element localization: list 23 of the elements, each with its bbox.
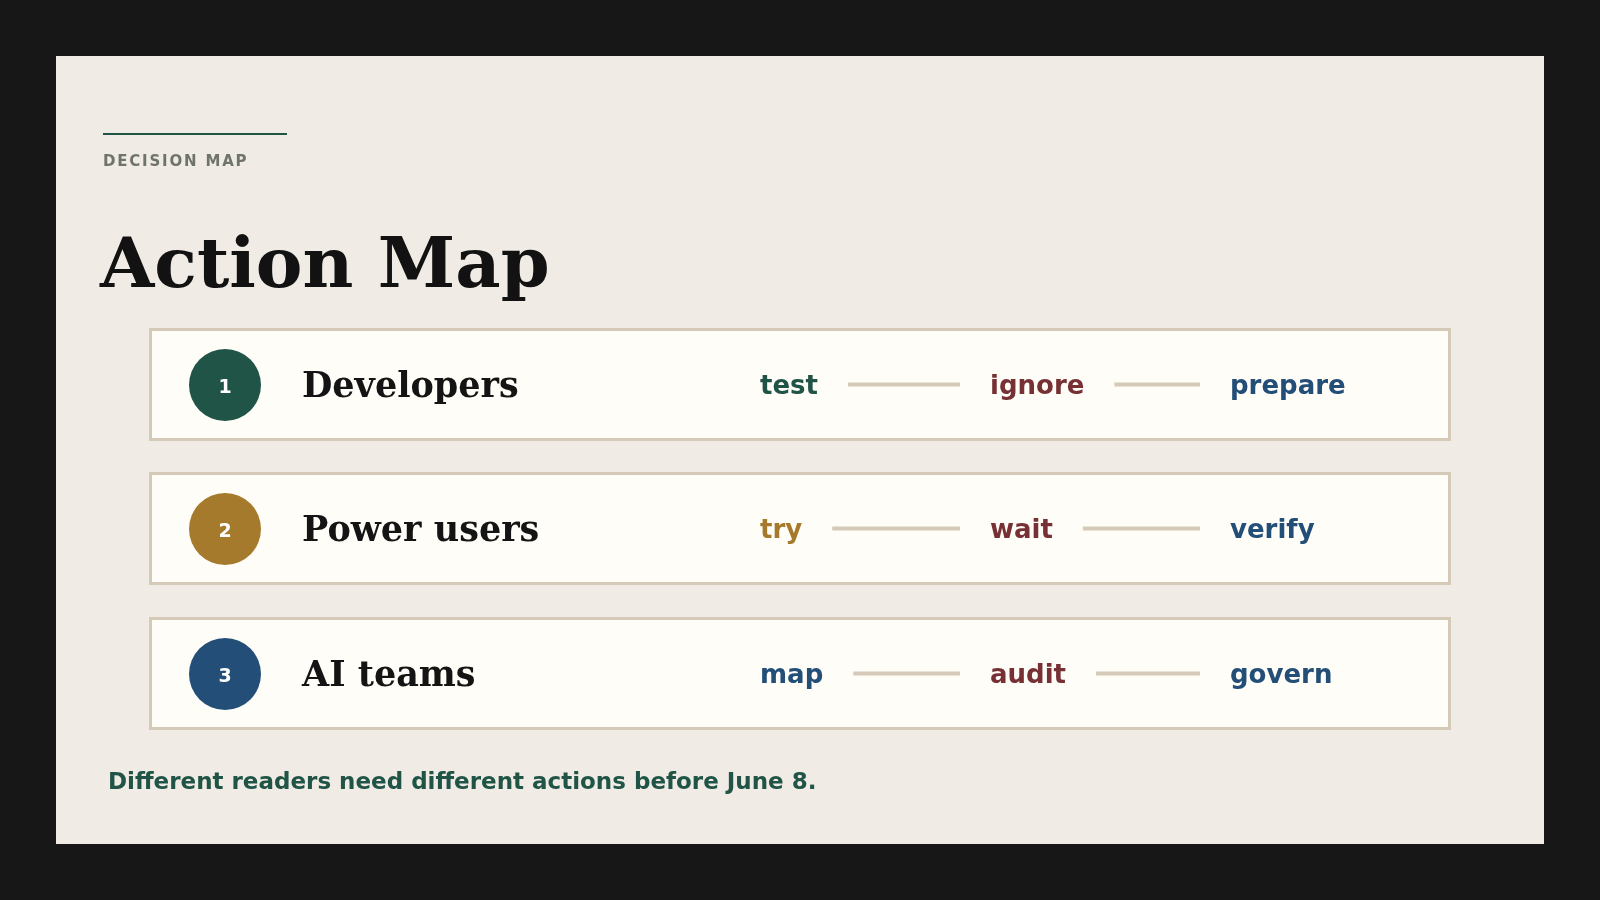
caption-text: Different readers need different actions before June 8.: [108, 767, 817, 796]
connector-line: [847, 382, 960, 387]
action-word: wait: [960, 511, 1083, 546]
connector-line: [1096, 671, 1200, 676]
audience-row: [149, 617, 1451, 730]
connector-line: [832, 526, 960, 531]
action-word: test: [730, 367, 848, 402]
audience-row: [149, 472, 1451, 585]
connector-line: [853, 671, 960, 676]
action-word: ignore: [960, 367, 1115, 402]
audience-row: [149, 328, 1451, 441]
audience-heading: Power users: [302, 506, 540, 551]
action-word: map: [730, 656, 854, 691]
connector-line: [1082, 526, 1200, 531]
action-word: prepare: [1200, 367, 1376, 402]
action-word: verify: [1200, 511, 1345, 546]
action-word: govern: [1200, 656, 1363, 691]
connector-line: [1114, 382, 1200, 387]
kicker-label: DECISION MAP: [103, 151, 249, 171]
audience-heading: Developers: [302, 362, 519, 407]
action-word: try: [730, 511, 833, 546]
action-word: audit: [960, 656, 1096, 691]
audience-heading: AI teams: [302, 651, 476, 696]
